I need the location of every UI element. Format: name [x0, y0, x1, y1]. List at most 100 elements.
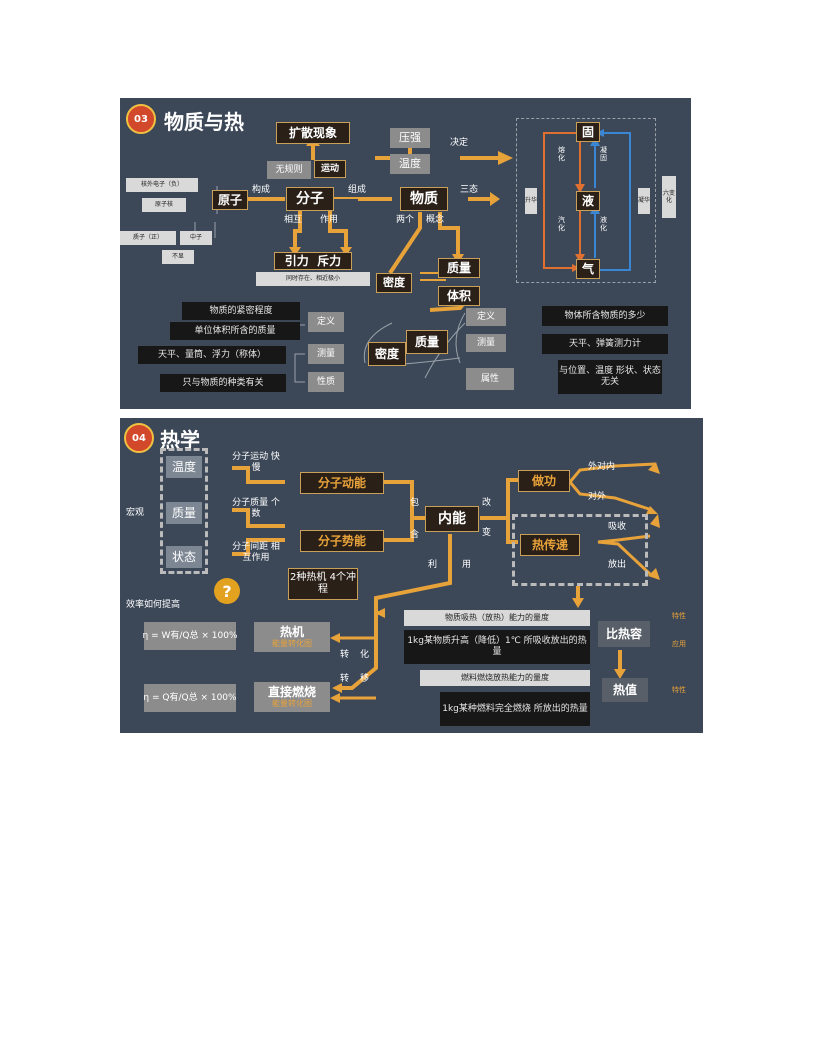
gas-box: 气	[576, 259, 600, 279]
solid-box: 固	[576, 122, 600, 142]
specific-heat-tag-2: 应用	[672, 640, 686, 648]
density-concept-box: 密度	[376, 273, 412, 293]
specific-heat-tag-1: 特性	[672, 612, 686, 620]
mutual-label: 相互	[284, 215, 303, 225]
mass-concept-box: 质量	[438, 258, 480, 278]
internal-energy-box: 内能	[425, 506, 479, 532]
heat-value-def-2: 1kg某种燃料完全燃烧 所放出的热量	[440, 692, 590, 726]
transfer-label-2: 移	[360, 674, 370, 684]
liquefaction-label: 液化	[600, 216, 607, 233]
sublimation-label: 升华	[525, 188, 537, 214]
interaction-label: 作用	[320, 215, 339, 225]
attraction-label: 引力	[284, 253, 309, 268]
efficiency-formula-2: η = Q有/Q总 × 100%	[143, 684, 237, 712]
include-label-2: 含	[410, 530, 420, 540]
density-main-box: 密度	[368, 342, 406, 366]
potential-energy-box: 分子势能	[300, 530, 384, 552]
convert-label-1: 转	[340, 650, 350, 660]
volume-concept-box: 体积	[438, 286, 480, 306]
mass-definition-tag: 定义	[466, 308, 506, 326]
heat-value-def-1: 燃料燃烧放热能力的量度	[420, 670, 590, 686]
repulsion-label: 斥力	[317, 253, 342, 268]
specific-heat-def-1: 物质吸热（放热）能力的量度	[404, 610, 590, 626]
heat-engine-strokes-box: 2种热机 4个冲程	[288, 568, 358, 600]
temperature-box: 温度	[166, 456, 202, 478]
heat-engine-sublabel: 能量转化图	[272, 639, 312, 649]
mass-measure-tag: 测量	[466, 334, 506, 352]
two-label: 两个	[396, 215, 415, 225]
section-thermodynamics: 04 热学 宏观 温度 质量 状态 分子运动 快慢 分子质量 个数 分子间距 相…	[120, 418, 703, 733]
six-changes-label: 六变化	[662, 176, 676, 218]
determines-label: 决定	[450, 138, 469, 148]
heat-value-box: 热值	[602, 678, 648, 702]
density-definition-tag: 定义	[308, 312, 344, 332]
on-outside-label: 对外	[588, 492, 607, 502]
mass-main-box: 质量	[406, 330, 448, 354]
question-icon: ?	[214, 578, 240, 604]
macro-label: 宏观	[126, 508, 145, 518]
outside-on-inside-label: 外对内	[588, 462, 616, 472]
diffusion-box: 扩散现象	[276, 122, 350, 144]
state-box: 状态	[166, 546, 202, 568]
mass-property: 与位置、温度 形状、状态无关	[558, 360, 662, 394]
mass-definition: 物体所含物质的多少	[542, 306, 668, 326]
transfer-label-1: 转	[340, 674, 350, 684]
random-box: 无规则	[267, 161, 311, 179]
atom-box: 原子	[212, 190, 248, 210]
coexist-box: 同时存在、相近极小	[256, 272, 370, 286]
change-label-1: 改	[482, 498, 492, 508]
heat-engine-label: 热机	[279, 625, 304, 639]
solidifying-label: 凝固	[600, 146, 607, 163]
absorb-label: 吸收	[608, 522, 627, 532]
molecule-box: 分子	[286, 187, 334, 211]
change-label-2: 变	[482, 528, 492, 538]
work-box: 做功	[518, 470, 570, 492]
section-matter-and-heat: 03 物质与热 扩散现象 压强 温度 决定 无规则 运动 构成 组成 三态 原子…	[120, 98, 691, 409]
specific-heat-def-2: 1kg某物质升高（降低）1℃ 所吸收放出的热量	[404, 630, 590, 664]
direct-burn-box: 直接燃烧 能量转化图	[254, 682, 330, 712]
macro-frame	[160, 448, 208, 574]
mass-property-tag: 属性	[466, 368, 514, 390]
efficiency-question: 效率如何提高	[126, 600, 181, 610]
matter-box: 物质	[400, 187, 448, 211]
heat-transfer-frame	[512, 514, 648, 586]
heat-engine-box: 热机 能量转化图	[254, 622, 330, 652]
direct-burn-sublabel: 能量转化图	[272, 699, 312, 709]
kinetic-energy-box: 分子动能	[300, 472, 384, 494]
temperature-box: 温度	[390, 154, 430, 174]
section-number-badge: 03	[126, 104, 156, 134]
motion-box: 运动	[314, 160, 346, 178]
deposition-label: 凝华	[638, 188, 650, 214]
connector-lines	[180, 129, 631, 383]
heat-transfer-box: 热传递	[520, 534, 580, 556]
density-property-tag: 性质	[308, 372, 344, 392]
proton-box: 质子（正）	[120, 231, 176, 245]
density-measurement: 天平、量筒、浮力（称体）	[138, 346, 286, 364]
connector-lines	[232, 462, 660, 703]
neutron-box: 中子	[180, 231, 212, 245]
forms-label: 组成	[348, 185, 367, 195]
state-change-frame	[516, 118, 656, 283]
release-label: 放出	[608, 560, 627, 570]
liquid-box: 液	[576, 191, 600, 211]
include-label-1: 包	[410, 498, 420, 508]
neutral-box: 不显	[162, 250, 194, 264]
heat-value-tag: 特性	[672, 686, 686, 694]
three-states-label: 三态	[460, 185, 479, 195]
concepts-label: 概念	[426, 215, 445, 225]
specific-heat-box: 比热容	[598, 621, 650, 647]
density-definition-1: 物质的紧密程度	[182, 302, 300, 320]
mass-box: 质量	[166, 502, 202, 524]
section-title: 物质与热	[164, 110, 244, 134]
direct-burn-label: 直接燃烧	[267, 685, 316, 699]
composes-label: 构成	[252, 185, 271, 195]
use-label-2: 用	[462, 560, 472, 570]
molecular-mass-label: 分子质量 个数	[232, 498, 280, 519]
density-measure-tag: 测量	[308, 344, 344, 364]
efficiency-formula-1: η = W有/Q总 × 100%	[143, 622, 238, 650]
nucleus-box: 原子核	[142, 198, 186, 212]
use-label-1: 利	[428, 560, 438, 570]
electron-box: 核外电子（负）	[126, 178, 198, 192]
density-definition-2: 单位体积所含的质量	[170, 322, 300, 340]
molecular-speed-label: 分子运动 快慢	[232, 452, 280, 473]
